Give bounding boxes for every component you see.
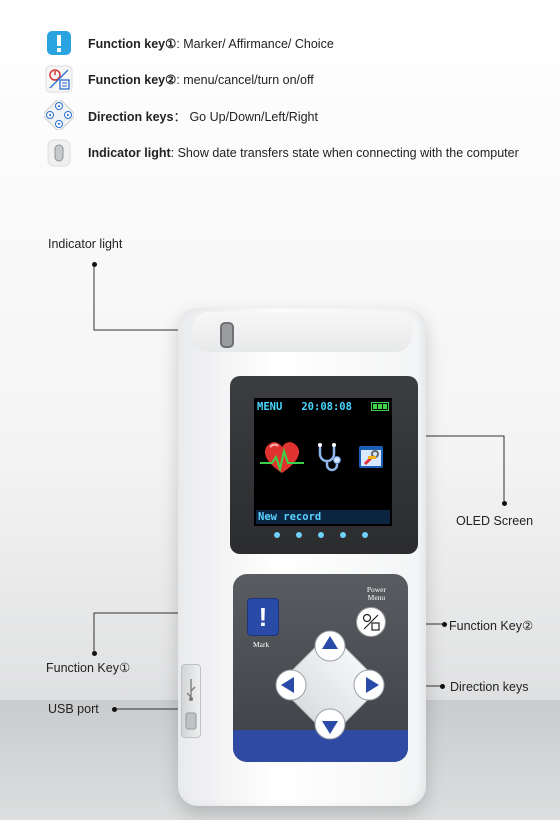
legend-function-key-1: Function key①: Marker/ Affirmance/ Choic… xyxy=(44,28,334,58)
power-menu-button[interactable] xyxy=(356,607,386,637)
callout-indicator-light: Indicator light xyxy=(48,237,123,251)
usb-icon xyxy=(185,679,197,730)
callout-dot xyxy=(442,622,447,627)
indicator-light xyxy=(220,322,234,348)
callout-dot xyxy=(112,707,117,712)
callout-usb-port: USB port xyxy=(48,702,99,716)
heart-ecg-icon xyxy=(260,437,304,481)
callout-function-key-2: Function Key② xyxy=(449,619,534,633)
legend-desc: : Show date transfers state when connect… xyxy=(170,146,519,160)
legend-desc: ： Go Up/Down/Left/Right xyxy=(173,109,318,124)
callout-dot xyxy=(502,501,507,506)
legend-title: Function key② xyxy=(88,72,177,87)
screen-icon-row xyxy=(260,434,386,484)
right-arrow-button[interactable] xyxy=(353,669,385,701)
power-menu-label: Power Menu xyxy=(367,586,386,602)
screen-page-dots xyxy=(274,532,368,538)
page-dot xyxy=(362,532,368,538)
battery-icon xyxy=(371,402,389,411)
callout-direction-keys: Direction keys xyxy=(450,680,529,694)
usb-port[interactable] xyxy=(181,664,201,738)
keypad-panel: ! Mark Power Menu xyxy=(233,574,408,762)
power-menu-icon xyxy=(362,613,380,631)
mark-key-button[interactable]: ! xyxy=(247,598,279,636)
legend-function-key-2: Function key②: menu/cancel/turn on/off xyxy=(44,64,314,94)
stethoscope-icon xyxy=(314,441,346,477)
page-dot xyxy=(296,532,302,538)
direction-keys-icon xyxy=(44,100,74,130)
screen-status-bar: MENU 20:08:08 xyxy=(257,401,389,415)
oled-screen: MENU 20:08:08 New record xyxy=(254,398,392,526)
mark-key-label: Mark xyxy=(253,640,270,649)
function-key-1-icon xyxy=(44,28,74,58)
screen-menu-label: MENU xyxy=(257,401,283,413)
legend-indicator-light: Indicator light: Show date transfers sta… xyxy=(44,138,519,168)
page-dot xyxy=(274,532,280,538)
function-key-2-icon xyxy=(44,64,74,94)
direction-pad xyxy=(275,630,385,740)
page-dot xyxy=(340,532,346,538)
legend-desc: : menu/cancel/turn on/off xyxy=(176,72,314,87)
down-arrow-button[interactable] xyxy=(314,708,346,740)
legend-title: Function key① xyxy=(88,36,177,51)
menu-label: Menu xyxy=(367,593,386,602)
legend-desc: : Marker/ Affirmance/ Choice xyxy=(176,36,334,51)
legend-title: Direction keys xyxy=(88,109,174,124)
callout-dot xyxy=(92,651,97,656)
up-arrow-button[interactable] xyxy=(314,630,346,662)
callout-function-key-1: Function Key① xyxy=(46,661,131,675)
legend-title: Indicator light xyxy=(88,146,171,160)
indicator-light-icon xyxy=(44,138,74,168)
holter-device: MENU 20:08:08 New record xyxy=(178,308,426,806)
oled-bezel: MENU 20:08:08 New record xyxy=(230,376,418,554)
callout-dot xyxy=(92,262,97,267)
callout-oled-screen: OLED Screen xyxy=(456,514,534,528)
page-dot xyxy=(318,532,324,538)
settings-tools-icon xyxy=(356,442,386,476)
left-arrow-button[interactable] xyxy=(275,669,307,701)
screen-caption: New record xyxy=(256,510,390,524)
screen-time: 20:08:08 xyxy=(301,401,352,413)
callout-dot xyxy=(440,684,445,689)
power-label: Power xyxy=(366,585,386,594)
legend-direction-keys: Direction keys： Go Up/Down/Left/Right xyxy=(44,100,318,130)
